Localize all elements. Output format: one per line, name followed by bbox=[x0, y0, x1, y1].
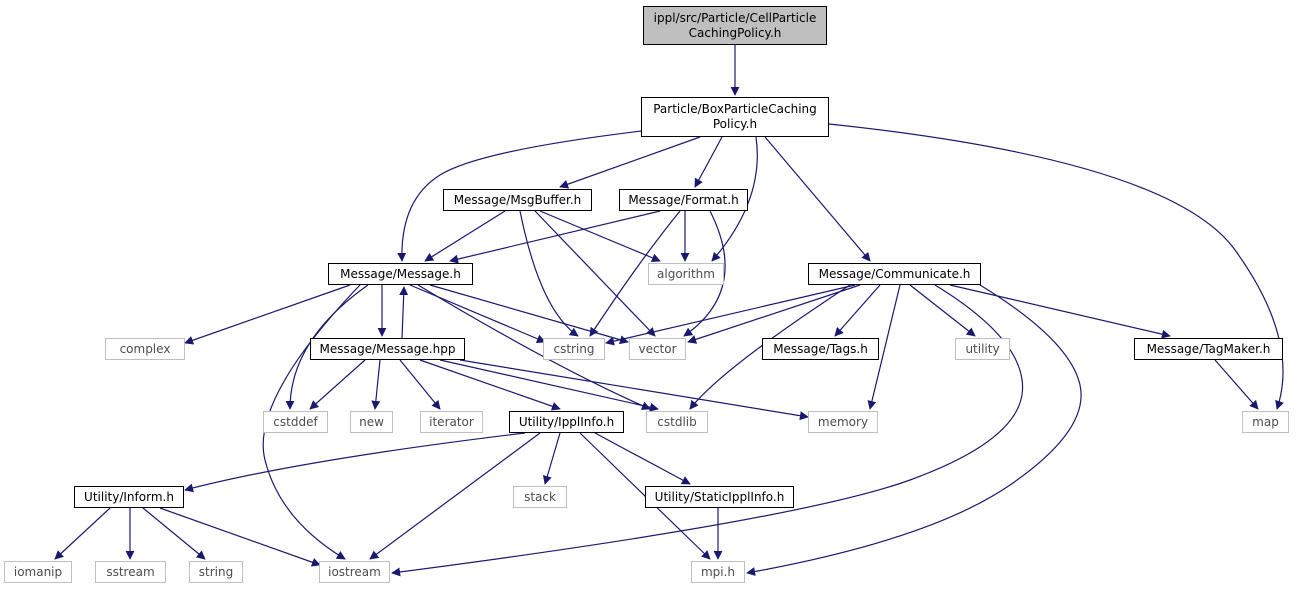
node-iomanip: iomanip bbox=[4, 561, 72, 583]
edge-format-to-cstring bbox=[589, 210, 681, 337]
edge-messagehpp-to-iterator bbox=[399, 359, 441, 410]
node-ipplinfo[interactable]: Utility/IpplInfo.h bbox=[509, 411, 624, 433]
node-sstream: sstream bbox=[95, 561, 166, 583]
edge-box-to-communicate bbox=[764, 136, 871, 262]
edge-box-to-message bbox=[397, 129, 651, 262]
edge-ipplinfo-to-staticipplinfo bbox=[594, 432, 691, 485]
edge-messagehpp-to-cstddef bbox=[309, 359, 366, 410]
node-communicate[interactable]: Message/Communicate.h bbox=[808, 263, 981, 285]
node-message[interactable]: Message/Message.h bbox=[328, 263, 473, 285]
node-cstdlib: cstdlib bbox=[646, 411, 708, 433]
edge-msgbuffer-to-cstring bbox=[519, 210, 579, 337]
edge-msgbuffer-to-message bbox=[424, 210, 506, 262]
node-mpih: mpi.h bbox=[691, 561, 745, 583]
node-algorithm: algorithm bbox=[648, 263, 724, 285]
edge-message-to-cstring bbox=[409, 284, 546, 343]
edge-messagehpp-to-memory bbox=[459, 359, 809, 421]
edge-message-to-complex bbox=[184, 284, 351, 345]
edge-ipplinfo-to-iostream bbox=[369, 432, 541, 560]
edge-communicate-to-tags bbox=[834, 284, 881, 337]
edge-message-to-iostream bbox=[262, 284, 361, 560]
node-string: string bbox=[189, 561, 243, 583]
edge-communicate-to-utility bbox=[909, 284, 976, 337]
edge-communicate-to-tagmaker bbox=[949, 284, 1171, 339]
edge-msgbuffer-to-algorithm bbox=[539, 210, 661, 263]
edge-box-to-format bbox=[694, 136, 723, 188]
edge-inform-to-iostream bbox=[159, 507, 321, 567]
node-tags[interactable]: Message/Tags.h bbox=[762, 338, 879, 360]
edge-inform-to-iomanip bbox=[54, 507, 111, 560]
node-inform[interactable]: Utility/Inform.h bbox=[74, 486, 184, 508]
node-tagmaker[interactable]: Message/TagMaker.h bbox=[1134, 338, 1283, 360]
node-complex: complex bbox=[105, 338, 185, 360]
edge-communicate-to-cstring bbox=[605, 284, 856, 346]
edge-messagehpp-to-cstdlib bbox=[439, 359, 659, 412]
edge-msgbuffer-to-vector bbox=[534, 210, 656, 337]
edge-communicate-to-vector bbox=[687, 284, 861, 344]
node-memory: memory bbox=[808, 411, 878, 433]
edge-inform-to-string bbox=[142, 507, 206, 560]
edge-communicate-to-cstdlib bbox=[689, 284, 851, 410]
node-cstring: cstring bbox=[543, 338, 605, 360]
node-iostream: iostream bbox=[319, 561, 390, 583]
edge-communicate-to-mpih bbox=[746, 284, 1082, 576]
node-format[interactable]: Message/Format.h bbox=[619, 189, 748, 211]
node-iterator: iterator bbox=[420, 411, 483, 433]
node-stack: stack bbox=[513, 486, 567, 508]
edge-box-to-msgbuffer bbox=[559, 136, 701, 189]
edge-messagehpp-to-new bbox=[371, 359, 381, 410]
node-new: new bbox=[350, 411, 393, 433]
node-msgbuffer[interactable]: Message/MsgBuffer.h bbox=[443, 189, 592, 211]
edge-communicate-to-memory bbox=[867, 284, 901, 410]
edge-messagehpp-to-message bbox=[399, 286, 409, 339]
edge-ipplinfo-to-inform bbox=[184, 432, 526, 493]
edge-message-to-vector bbox=[429, 284, 629, 345]
edge-messagehpp-to-ipplinfo bbox=[419, 359, 561, 411]
edge-tagmaker-to-map bbox=[1214, 359, 1259, 410]
edge-communicate-to-iostream bbox=[391, 284, 1024, 577]
node-staticipplinfo[interactable]: Utility/StaticIpplInfo.h bbox=[645, 486, 794, 508]
node-vector: vector bbox=[629, 338, 686, 360]
node-utility: utility bbox=[955, 338, 1010, 360]
node-messagehpp[interactable]: Message/Message.hpp bbox=[310, 338, 465, 360]
edge-ipplinfo-to-stack bbox=[542, 432, 561, 485]
node-cstddef: cstddef bbox=[263, 411, 328, 433]
node-root: ippl/src/Particle/CellParticle CachingPo… bbox=[643, 6, 827, 45]
node-map: map bbox=[1242, 411, 1289, 433]
node-box[interactable]: Particle/BoxParticleCaching Policy.h bbox=[641, 97, 829, 137]
edge-format-to-message bbox=[449, 210, 661, 264]
